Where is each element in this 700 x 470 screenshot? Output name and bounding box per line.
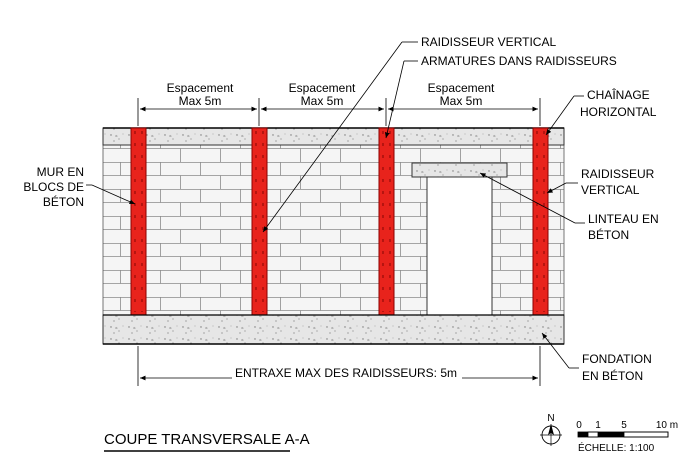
label-fondation-2: EN BÉTON [582,368,643,383]
label-raidisseur-right-2: VERTICAL [581,183,640,197]
scale-bar [577,431,669,438]
scale-tick-1: 1 [595,420,601,431]
spacing-1-line2: Max 5m [179,94,222,108]
stiffener-4 [532,127,549,316]
horizontal-tie-beam [102,127,565,146]
concrete-foundation [102,314,565,345]
label-mur-3: BÉTON [43,194,84,209]
label-mur-1: MUR EN [37,165,84,179]
drawing-title: COUPE TRANSVERSALE A-A [104,431,310,448]
spacing-dimensions [137,98,541,126]
label-linteau-1: LINTEAU EN [588,212,659,226]
label-raidisseur-right-1: RAIDISSEUR [581,167,655,181]
scale-tick-10: 10 m [656,420,678,431]
spacing-2-line2: Max 5m [301,94,344,108]
label-chainage-1: CHAÎNAGE [587,87,650,102]
label-chainage-2: HORIZONTAL [580,105,657,119]
spacing-3-line2: Max 5m [440,94,483,108]
label-linteau-2: BÉTON [588,227,629,242]
scale-tick-5: 5 [621,420,627,431]
concrete-lintel [411,162,508,178]
north-label: N [547,413,554,424]
label-mur-2: BLOCS DE [23,180,84,194]
label-armatures: ARMATURES DANS RAIDISSEURS [421,54,617,68]
spacing-3-line1: Espacement [428,81,495,95]
label-entraxe: ENTRAXE MAX DES RAIDISSEURS: 5m [235,366,457,380]
stiffener-3 [378,127,395,316]
stiffener-2 [251,127,268,316]
stiffener-1 [130,127,147,316]
spacing-1-line1: Espacement [167,81,234,95]
label-raidisseur-vertical-top: RAIDISSEUR VERTICAL [421,35,556,49]
scale-tick-0: 0 [576,420,582,431]
door-opening [426,175,493,316]
scale-text: ÉCHELLE: 1:100 [578,441,655,454]
label-fondation-1: FONDATION [582,352,652,366]
spacing-2-line1: Espacement [289,81,356,95]
north-arrow-icon [540,424,562,446]
leader-lines [86,41,585,369]
